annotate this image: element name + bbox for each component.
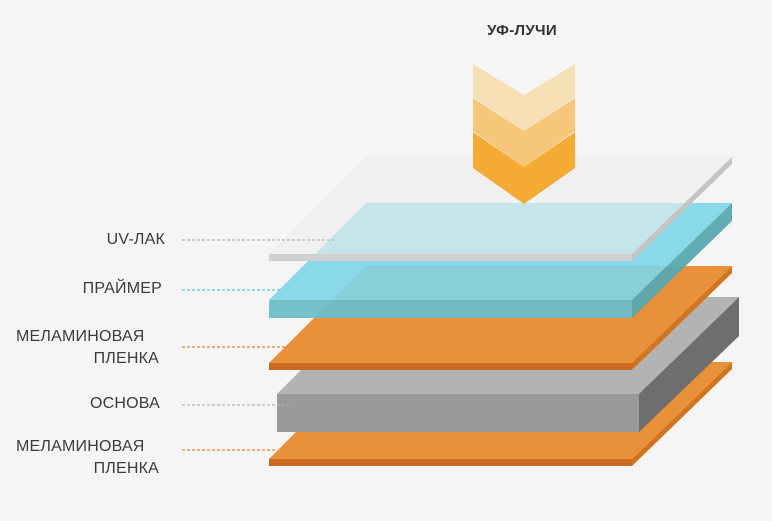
label-melamine-top: МЕЛАМИНОВАЯ ПЛЕНКА	[16, 326, 159, 370]
label-melamine-top-line1: МЕЛАМИНОВАЯ	[16, 328, 145, 345]
label-melamine-bottom-line2: ПЛЕНКА	[93, 460, 159, 477]
layer-uv-lacquer	[269, 157, 732, 261]
label-melamine-bottom: МЕЛАМИНОВАЯ ПЛЕНКА	[16, 436, 159, 480]
uv-rays-arrow	[473, 64, 575, 204]
label-melamine-bottom-line1: МЕЛАМИНОВАЯ	[16, 438, 145, 455]
label-base: ОСНОВА	[89, 395, 160, 412]
uv-rays-title: УФ-ЛУЧИ	[487, 22, 557, 39]
label-uv-lacquer: UV-ЛАК	[106, 231, 165, 248]
label-primer: ПРАЙМЕР	[82, 280, 162, 297]
label-melamine-top-line2: ПЛЕНКА	[93, 350, 159, 367]
